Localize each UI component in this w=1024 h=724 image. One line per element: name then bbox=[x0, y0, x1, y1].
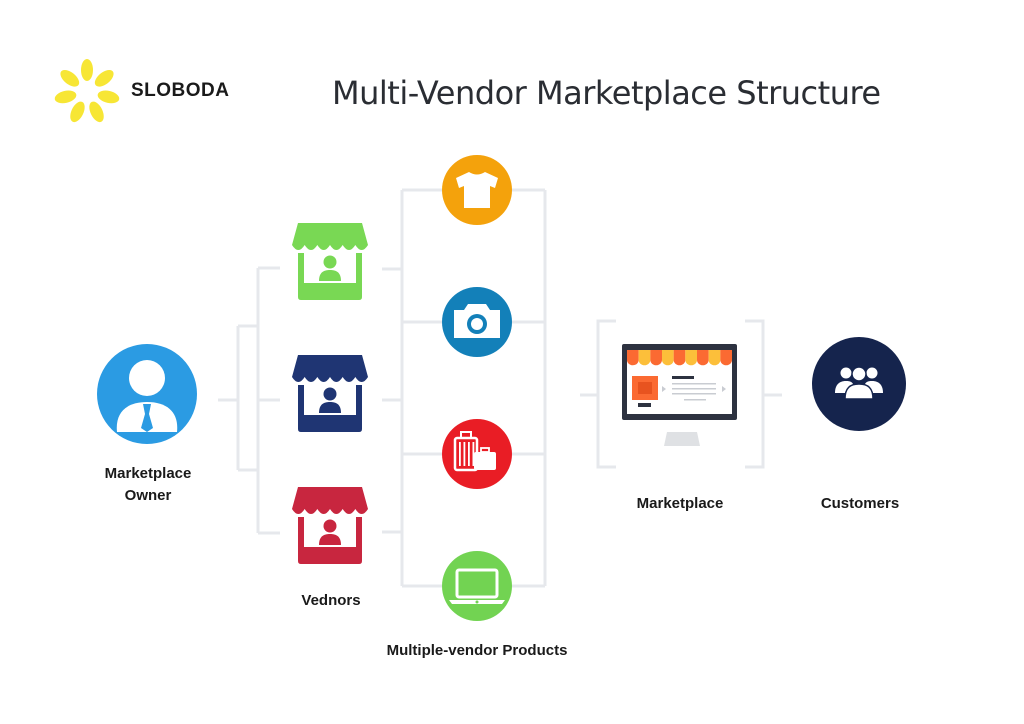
storefront-icon bbox=[292, 223, 368, 300]
connector-vendors bbox=[382, 188, 442, 588]
storefront-icon bbox=[292, 355, 368, 432]
businessman-icon bbox=[116, 360, 178, 432]
marketplace-node bbox=[622, 344, 737, 446]
storefront-icon bbox=[292, 487, 368, 564]
vendor-storefront-1 bbox=[292, 223, 368, 300]
product-clothing bbox=[442, 155, 512, 225]
logo-petal bbox=[94, 69, 114, 87]
connector-marketplace bbox=[580, 319, 782, 469]
awning-stripe bbox=[627, 350, 639, 366]
product-luggage bbox=[442, 419, 512, 489]
laptop-icon bbox=[449, 568, 505, 604]
connector-products bbox=[512, 188, 547, 588]
product-cameras bbox=[442, 287, 512, 357]
marketplace-owner-node bbox=[97, 344, 197, 444]
brand-name: SLOBODA bbox=[131, 80, 230, 101]
marketplace-label: Marketplace bbox=[636, 495, 724, 512]
logo-petal bbox=[70, 101, 85, 123]
logo-petal bbox=[54, 90, 77, 104]
logo-petal bbox=[97, 90, 120, 104]
vendors-label: Vednors bbox=[301, 592, 361, 609]
awning-stripe bbox=[673, 350, 686, 366]
awning-stripe bbox=[638, 350, 651, 366]
awning-stripe bbox=[697, 350, 709, 366]
connectors bbox=[218, 188, 782, 588]
products-label: Multiple-vendor Products bbox=[386, 642, 568, 659]
customers-label: Customers bbox=[820, 495, 900, 512]
monitor-storefront-icon bbox=[622, 344, 737, 446]
owner-label-line1: Marketplace bbox=[104, 465, 192, 482]
owner-label: Marketplace Owner bbox=[80, 463, 216, 507]
camera-icon bbox=[454, 304, 500, 338]
sloboda-logo-icon bbox=[54, 59, 120, 123]
vendor-storefront-2 bbox=[292, 355, 368, 432]
awning-stripe bbox=[685, 350, 697, 366]
product-circle bbox=[442, 551, 512, 621]
awning-stripe bbox=[650, 350, 662, 366]
monitor-stand bbox=[664, 432, 700, 446]
connector-owner bbox=[218, 266, 280, 535]
logo-petal bbox=[89, 101, 104, 123]
tshirt-icon bbox=[456, 172, 498, 208]
luggage-icon bbox=[453, 431, 496, 472]
diagram-title: Multi-Vendor Marketplace Structure bbox=[332, 74, 881, 112]
awning-stripe bbox=[662, 350, 674, 366]
awning-stripe bbox=[720, 350, 732, 366]
product-electronics bbox=[442, 551, 512, 621]
owner-label-line2: Owner bbox=[124, 487, 172, 504]
logo-petal bbox=[81, 59, 93, 81]
awning-stripe bbox=[708, 350, 721, 366]
vendor-storefront-3 bbox=[292, 487, 368, 564]
logo-petal bbox=[60, 69, 80, 87]
users-group-icon bbox=[835, 366, 883, 400]
customers-node bbox=[812, 337, 906, 431]
